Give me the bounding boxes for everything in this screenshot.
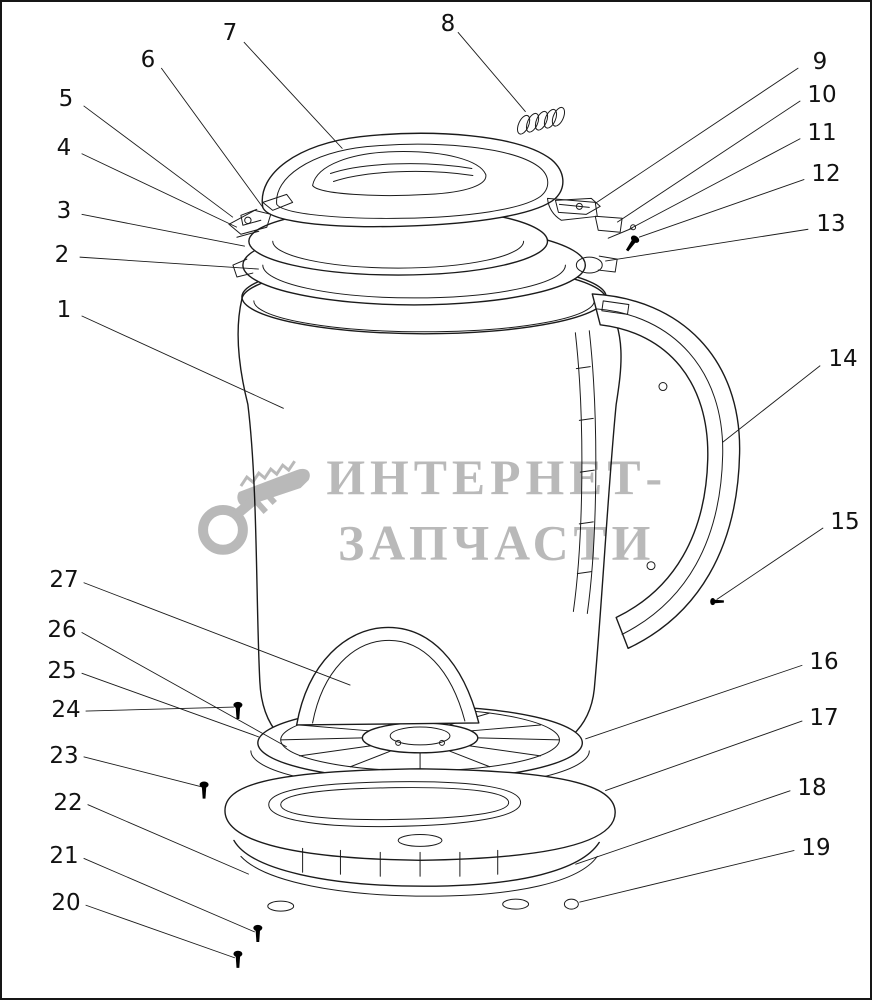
screw-part-24: [233, 701, 243, 719]
callout-label-1: 1: [56, 297, 72, 323]
leader-10: [616, 100, 801, 223]
leader-25: [81, 672, 259, 738]
leader-16: [585, 664, 803, 740]
thermostat-parts: [554, 197, 637, 274]
screw-part-21: [253, 924, 263, 942]
callout-label-18: 18: [797, 775, 827, 801]
leader-21: [83, 857, 256, 933]
callout-label-5: 5: [58, 86, 74, 112]
screw-part-12: [623, 234, 641, 254]
callout-label-22: 22: [53, 790, 83, 816]
leader-27: [83, 582, 351, 686]
leader-22: [87, 804, 250, 875]
callout-label-9: 9: [812, 49, 828, 75]
screw-part-23: [199, 781, 209, 799]
callout-label-15: 15: [830, 509, 860, 535]
callout-label-7: 7: [222, 20, 238, 46]
leader-15: [716, 527, 824, 600]
watermark: ИНТЕРНЕТ- ЗАПЧАСТИ: [198, 450, 667, 571]
callout-label-24: 24: [51, 697, 81, 723]
callout-label-25: 25: [47, 658, 77, 684]
callout-label-20: 20: [51, 890, 81, 916]
callout-label-21: 21: [49, 843, 79, 869]
callout-label-11: 11: [807, 120, 837, 146]
leader-20: [85, 904, 236, 959]
leader-4: [81, 153, 238, 228]
callout-label-27: 27: [49, 567, 79, 593]
inner-dome: [295, 626, 480, 726]
callout-label-6: 6: [140, 47, 156, 73]
leader-26: [81, 631, 287, 748]
leader-6: [160, 67, 264, 208]
leader-13: [605, 228, 809, 262]
callout-label-12: 12: [811, 161, 841, 187]
callout-label-17: 17: [809, 705, 839, 731]
callout-label-26: 26: [47, 617, 77, 643]
leader-7: [243, 41, 343, 149]
power-base: [224, 768, 616, 862]
leader-23: [83, 756, 202, 788]
callout-label-4: 4: [56, 135, 72, 161]
callout-label-8: 8: [440, 11, 456, 37]
callout-label-2: 2: [54, 242, 70, 268]
leader-9: [595, 67, 799, 204]
leader-17: [605, 720, 803, 792]
watermark-logo-icon: [198, 460, 310, 555]
screw-part-20: [233, 950, 243, 968]
kettle-handle: [591, 293, 741, 650]
leader-18: [575, 790, 791, 865]
leader-1: [81, 315, 284, 409]
lid-spring: [517, 106, 566, 135]
callout-label-16: 16: [809, 649, 839, 675]
watermark-text-line2: ЗАПЧАСТИ: [338, 516, 655, 571]
lid-latch-parts: [228, 193, 294, 238]
leader-8: [457, 31, 526, 113]
lid-assembly: [240, 132, 598, 228]
callout-label-19: 19: [801, 835, 831, 861]
leader-3: [81, 213, 245, 247]
callout-label-14: 14: [828, 346, 858, 372]
leader-19: [579, 849, 795, 903]
handle-mount-strip: [572, 330, 597, 614]
watermark-text-line1: ИНТЕРНЕТ-: [326, 450, 667, 505]
base-bottom-plate: [233, 839, 600, 912]
leader-11: [628, 138, 801, 230]
callout-label-23: 23: [49, 743, 79, 769]
callout-label-10: 10: [807, 82, 837, 108]
leader-12: [638, 179, 805, 238]
leader-lines: [79, 31, 824, 959]
leader-2: [79, 256, 259, 270]
leader-14: [722, 365, 821, 443]
leader-24: [85, 706, 234, 712]
leader-5: [83, 105, 234, 218]
callout-label-13: 13: [816, 211, 846, 237]
callout-label-3: 3: [56, 198, 72, 224]
